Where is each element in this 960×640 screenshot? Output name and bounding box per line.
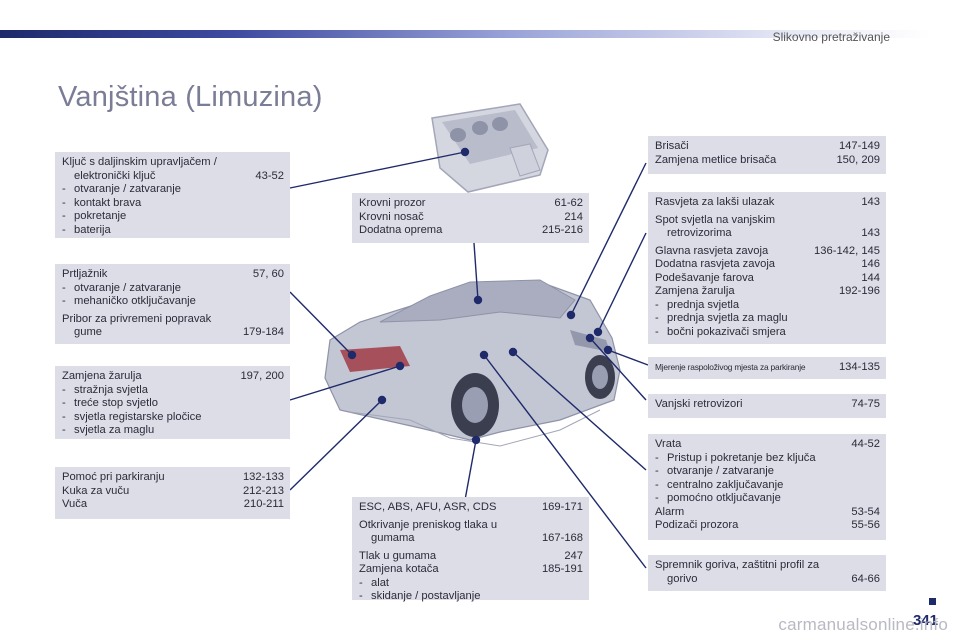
watermark: carmanualsonline.info	[778, 615, 948, 634]
list-item: -otvaranje / zatvaranje	[62, 281, 181, 294]
box-parking-space: Mjerenje raspoloživog mjesta za parkiran…	[648, 357, 886, 379]
list-item: -Pristup i pokretanje bez ključa	[655, 451, 816, 464]
page-ref[interactable]: 64-66	[851, 572, 880, 585]
section-label: Slikovno pretraživanje	[772, 30, 890, 44]
page-ref[interactable]: 147-149	[838, 140, 880, 152]
page-ref[interactable]: 197, 200	[240, 370, 284, 382]
list-item: -stražnja svjetla	[62, 383, 148, 396]
page-ref[interactable]: 214	[564, 210, 583, 223]
page-ref[interactable]: 44-52	[851, 438, 880, 450]
car-body	[324, 279, 621, 447]
page-ref[interactable]: 247	[564, 549, 583, 562]
list-item: -svjetla za maglu	[62, 424, 155, 436]
page-ref[interactable]: 74-75	[851, 398, 880, 410]
page-ref[interactable]: 132-133	[242, 471, 284, 483]
list-item: -otvaranje / zatvaranje	[655, 465, 774, 477]
page-ref[interactable]: 143	[861, 227, 880, 239]
page-title: Vanjština (Limuzina)	[58, 81, 323, 114]
list-item: -svjetla registarske pločice	[62, 410, 202, 423]
list-item: -treće stop svjetlo	[62, 397, 158, 409]
page-ref[interactable]: 185-191	[541, 563, 583, 575]
page-marker	[929, 598, 936, 605]
list-item: -baterija	[62, 223, 111, 236]
page-ref[interactable]: 146	[861, 258, 880, 270]
list-item: -prednja svjetla	[655, 298, 740, 311]
list-item: -pomoćno otključavanje	[655, 492, 781, 504]
page-number: 341	[912, 612, 938, 629]
page-ref[interactable]: 167-168	[541, 532, 583, 544]
page-ref[interactable]: 43-52	[255, 169, 284, 182]
page-ref[interactable]: 210-211	[243, 498, 284, 510]
key-fob-illustration	[431, 103, 549, 193]
list-item: -centralno zaključavanje	[655, 478, 784, 491]
page-ref[interactable]: 143	[861, 196, 880, 208]
list-item: -otvaranje / zatvaranje	[62, 183, 181, 195]
page-ref[interactable]: 55-56	[851, 519, 880, 531]
list-item: -pokretanje	[62, 210, 127, 222]
page-ref[interactable]: 212-213	[242, 484, 284, 497]
list-item: -skidanje / postavljanje	[359, 590, 481, 602]
list-item: -mehaničko otključavanje	[62, 295, 196, 307]
page-ref[interactable]: 144	[861, 271, 880, 284]
list-item: -alat	[359, 576, 390, 589]
page-ref[interactable]: 53-54	[851, 505, 880, 518]
page-ref[interactable]: 136-142, 145	[814, 244, 880, 257]
page-ref[interactable]: 61-62	[554, 197, 583, 209]
box-fuel: Spremnik goriva, zaštitni profil za gori…	[648, 555, 886, 591]
page-ref[interactable]: 179-184	[242, 326, 284, 338]
page-ref[interactable]: 150, 209	[836, 153, 880, 166]
list-item: -prednja svjetla za maglu	[655, 312, 788, 324]
box-key-remote: Ključ s daljinskim upravljačem / elektro…	[55, 152, 290, 238]
page-ref[interactable]: 192-196	[838, 285, 880, 297]
page-ref[interactable]: 134-135	[838, 361, 880, 373]
page-ref[interactable]: 169-171	[541, 501, 583, 513]
page-ref[interactable]: 215-216	[541, 224, 583, 236]
list-item: -bočni pokazivači smjera	[655, 325, 786, 338]
header-bar	[0, 30, 930, 38]
list-item: -kontakt brava	[62, 196, 142, 209]
page-ref[interactable]: 57, 60	[252, 268, 284, 280]
